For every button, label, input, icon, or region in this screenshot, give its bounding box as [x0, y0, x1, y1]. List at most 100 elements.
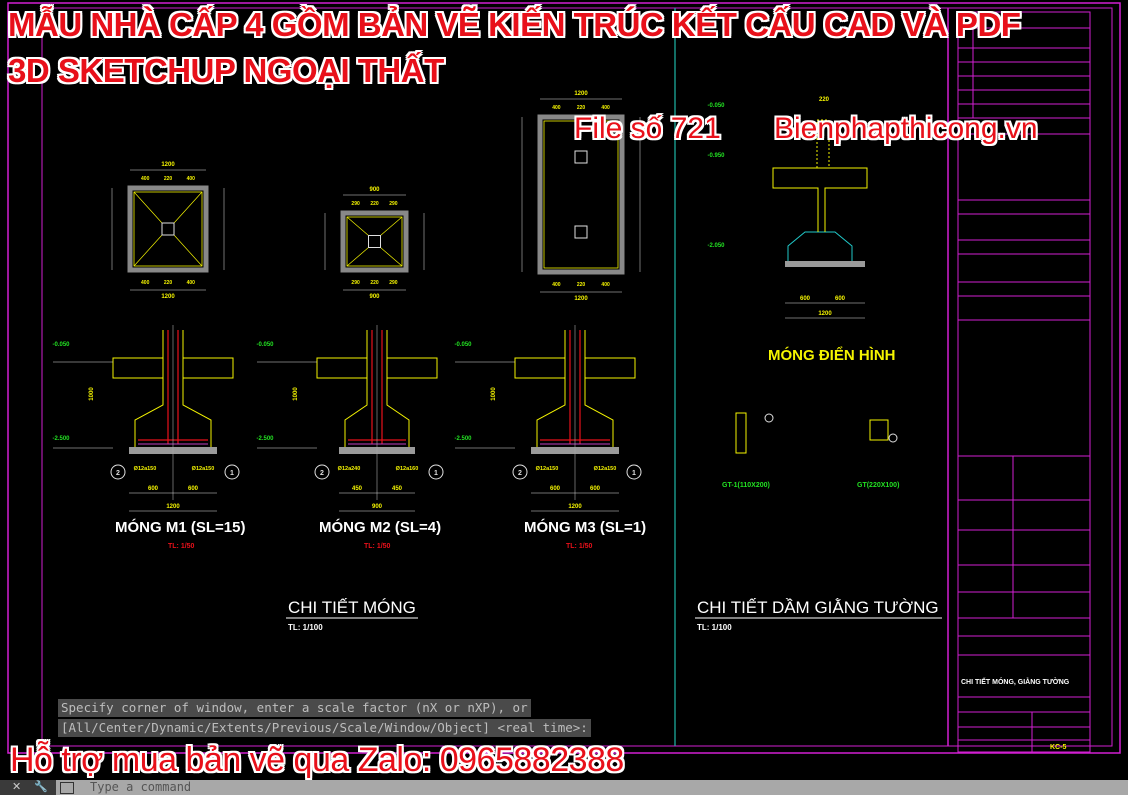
level-label: -2.050	[707, 243, 725, 249]
wrench-icon[interactable]: 🔧	[34, 781, 48, 793]
sheet-title: CHI TIẾT MÓNG, GIẰNG TƯỜNG	[961, 676, 1070, 686]
dimension-label: 220	[370, 280, 379, 286]
line	[346, 247, 369, 267]
watermark-website: Bienphapthicong.vn	[774, 112, 1038, 145]
column-height-label: 1000	[89, 387, 95, 401]
command-bar: ✕ 🔧 Type a command	[0, 780, 1128, 795]
footing-m1-scale: TL: 1/50	[168, 543, 195, 550]
dimension-label: 400	[141, 280, 150, 286]
dimension-label: 1	[632, 470, 636, 477]
footing-outline	[787, 231, 853, 261]
section-right-title: CHI TIẾT DẦM GIẰNG TƯỜNG	[697, 598, 939, 617]
column-beam-outline	[772, 167, 868, 232]
typical-footing-title: MÓNG ĐIỂN HÌNH	[768, 346, 896, 364]
command-input[interactable]: Type a command	[90, 780, 192, 794]
dimension-label: 2	[116, 470, 120, 477]
dimension-label: 220	[164, 280, 173, 286]
footing-section-right	[584, 330, 614, 447]
command-history-icon[interactable]	[60, 782, 74, 794]
title-block	[957, 11, 1091, 753]
dimension-label: 220	[577, 105, 586, 111]
rebar-mark	[764, 413, 774, 423]
rebar-left-label: Ø12a240	[338, 466, 361, 472]
rebar-mark-2	[314, 464, 330, 480]
footing-m1-title: MÓNG M1 (SL=15)	[115, 518, 245, 536]
footing-m2: 900900290290220220290290-0.050-2.5001000…	[256, 187, 444, 512]
sheet-number: KC-5	[1050, 744, 1066, 751]
dimension-label: 1200	[568, 504, 582, 510]
dimension-label: 900	[369, 294, 380, 300]
dimension-label: 600	[148, 486, 159, 492]
line	[173, 234, 203, 267]
command-bar-tools: ✕ 🔧	[0, 780, 56, 795]
tie-beam-right	[387, 357, 438, 379]
dimension-label: 290	[389, 201, 398, 207]
footing-details: 1200 1200 400 400 220 220 400 400 -0.050 -2.500 10…	[52, 91, 642, 512]
dimension-label: 1	[230, 470, 234, 477]
dimension-label: 290	[351, 201, 360, 207]
dimension-label: 600	[590, 486, 601, 492]
rebar-mark-1	[224, 464, 240, 480]
dimension-label: 220	[164, 176, 173, 182]
section-left-scale: TL: 1/100	[288, 623, 323, 632]
footing-section-left	[536, 330, 566, 447]
rebar-mark-1	[428, 464, 444, 480]
watermark-file-number: File số 721	[574, 112, 721, 145]
column-plan	[368, 235, 381, 248]
tie-beam-left	[112, 357, 163, 379]
line	[173, 191, 203, 224]
dimension-label: 600	[550, 486, 561, 492]
dimension-label: 400	[601, 105, 610, 111]
footing-plan-inner	[543, 120, 619, 269]
watermark-title-line2: 3D SKETCHUP NGOẠI THẤT	[8, 52, 444, 89]
level-label: -0.050	[707, 103, 725, 109]
footing-m3-title: MÓNG M3 (SL=1)	[524, 518, 646, 536]
watermark-support-contact: Hỗ trợ mua bản vẽ qua Zalo: 0965882388	[10, 741, 624, 779]
dimension-label: 220	[819, 97, 830, 103]
footing-plan-inner	[346, 216, 403, 267]
level-label: -0.950	[707, 153, 725, 159]
level-top-label: -0.050	[52, 342, 70, 348]
dimension-label: 220	[577, 282, 586, 288]
rebar-mark-2	[110, 464, 126, 480]
lean-concrete	[785, 261, 865, 267]
column-plan	[161, 222, 175, 236]
tie-beam-right	[585, 357, 636, 379]
dimension-label: 400	[601, 282, 610, 288]
footing-section-left	[344, 330, 368, 447]
footing-plan-outline	[537, 114, 625, 275]
level-top-label: -0.050	[454, 342, 472, 348]
line	[380, 216, 403, 236]
close-icon[interactable]: ✕	[12, 781, 22, 793]
beam-gt1-section	[735, 412, 747, 454]
column-plan	[574, 225, 588, 239]
footing-plan-outline	[127, 185, 209, 273]
line	[380, 247, 403, 267]
line	[133, 191, 163, 224]
rebar-mark	[888, 433, 898, 443]
line	[346, 216, 369, 236]
dimension-label: 400	[141, 176, 150, 182]
dimension-label: 400	[552, 105, 561, 111]
footing-section-right	[182, 330, 212, 447]
footing-m2-scale: TL: 1/50	[364, 543, 391, 550]
command-history-line: Specify corner of window, enter a scale …	[58, 699, 531, 717]
footing-m2-title: MÓNG M2 (SL=4)	[319, 518, 441, 536]
footing-section-right	[386, 330, 410, 447]
beam-gt1-label: GT-1(110X200)	[722, 482, 770, 489]
dimension-label: 290	[389, 280, 398, 286]
level-bottom-label: -2.500	[454, 436, 472, 442]
tie-beam-details	[735, 412, 898, 454]
dimension-label: 900	[369, 187, 380, 193]
footing-plan-inner	[133, 191, 203, 267]
title-block-frame	[957, 11, 1091, 753]
dimension-label: 600	[835, 296, 846, 302]
dimension-label: 450	[352, 486, 363, 492]
sheet-frame	[7, 2, 1121, 754]
dimension-label: 400	[187, 176, 196, 182]
dimension-label: 1	[434, 470, 438, 477]
footing-m3: 12001200400400220220400400-0.050-2.50010…	[454, 91, 642, 512]
dimension-label: 1200	[574, 296, 588, 302]
